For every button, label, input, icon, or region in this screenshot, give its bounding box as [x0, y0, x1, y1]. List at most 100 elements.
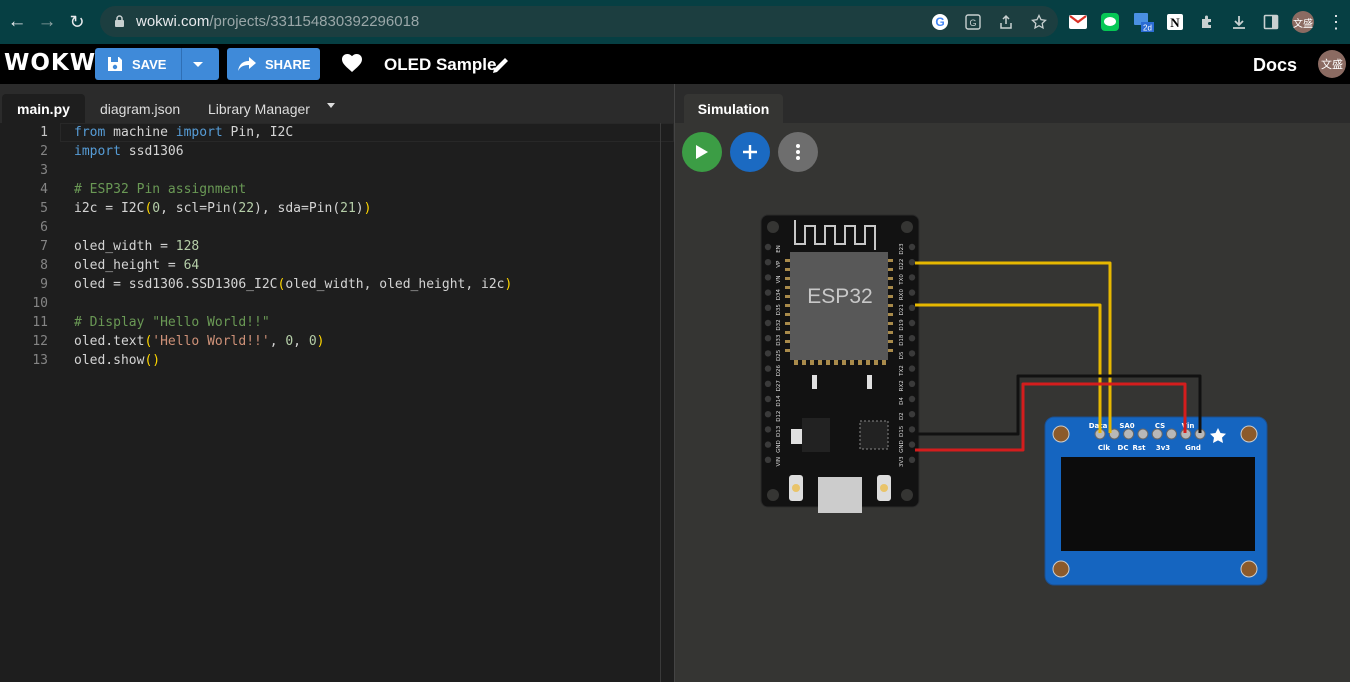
play-button[interactable]	[682, 132, 722, 172]
chip-pad	[785, 331, 790, 334]
esp32-pin-label: GND	[776, 440, 782, 453]
chip-pad	[888, 304, 893, 307]
chip-pad	[858, 360, 862, 365]
esp32-pin	[908, 319, 916, 327]
svg-text:G: G	[969, 18, 976, 28]
esp32-pin-label: D34	[776, 288, 782, 300]
code-line[interactable]: 7 oled_width = 128	[0, 237, 674, 256]
translate-icon[interactable]: G	[963, 12, 982, 31]
docs-link[interactable]: Docs	[1253, 55, 1298, 75]
esp32-pin-label: D25	[776, 349, 782, 361]
oled-pin	[1123, 428, 1135, 440]
esp32-pin-label: 3V3	[899, 456, 905, 467]
profile-avatar[interactable]: 文盛	[1292, 11, 1314, 33]
bookmark-star-icon[interactable]	[1029, 12, 1048, 31]
esp32-pin	[908, 380, 916, 387]
address-bar[interactable]: wokwi.com/projects/331154830392296018 G …	[100, 6, 1058, 37]
esp32-pin	[908, 274, 916, 281]
chrome-menu-icon[interactable]: ⋮	[1327, 11, 1345, 32]
wokwi-logo[interactable]: WOKWi	[4, 50, 105, 76]
gmail-icon[interactable]	[1067, 11, 1089, 33]
chevron-down-icon[interactable]	[191, 57, 205, 71]
tab-diagram-json[interactable]: diagram.json	[100, 100, 181, 117]
wires[interactable]	[915, 261, 1202, 452]
code-line[interactable]: 5 i2c = I2C(0, scl=Pin(22), sda=Pin(21))	[0, 199, 674, 218]
code-line[interactable]: 12 oled.text('Hello World!!', 0, 0)	[0, 332, 674, 351]
floppy-icon	[106, 55, 124, 73]
code-line[interactable]: 11 # Display "Hello World!!"	[0, 313, 674, 332]
esp32-pin	[908, 350, 916, 357]
esp32-pin	[908, 365, 916, 372]
reload-icon[interactable]: ↻	[69, 11, 85, 32]
esp32-pin	[764, 335, 772, 342]
line-text: oled = ssd1306.SSD1306_I2C(oled_width, o…	[74, 277, 513, 292]
code-line[interactable]: 13 oled.show()	[0, 351, 674, 370]
extensions-icon[interactable]	[1196, 11, 1218, 33]
line-text: oled.show()	[74, 353, 161, 368]
esp32-pin	[764, 456, 772, 463]
tabs-dropdown-icon[interactable]	[326, 102, 336, 110]
code-line[interactable]: 8 oled_height = 64	[0, 256, 674, 275]
code-line[interactable]: 6	[0, 218, 674, 237]
add-part-button[interactable]	[730, 132, 770, 172]
esp32-pin	[764, 441, 772, 448]
project-title[interactable]: OLED Sample	[384, 55, 497, 74]
svg-text:G: G	[935, 15, 944, 29]
esp32-pin	[908, 411, 916, 418]
chip-pad	[866, 360, 870, 365]
oled-pin-label: Gnd	[1185, 444, 1201, 452]
esp32-board[interactable]: ESP32 ENVPVND34D35D32D33D25D26D27D14D12D…	[760, 214, 920, 513]
code-editor[interactable]: 1 from machine import Pin, I2C 2 import …	[0, 123, 674, 682]
share-page-icon[interactable]	[996, 12, 1015, 31]
chip-pad	[785, 322, 790, 325]
oled-display[interactable]: Data SA0 CS Vin Clk DC Rst 3v3 Gnd	[1044, 416, 1268, 586]
code-line[interactable]: 9 oled = ssd1306.SSD1306_I2C(oled_width,…	[0, 275, 674, 294]
more-options-button[interactable]	[778, 132, 818, 172]
current-line-highlight	[60, 123, 674, 142]
google-icon[interactable]: G	[930, 12, 949, 31]
code-line[interactable]: 3	[0, 161, 674, 180]
esp32-pin	[908, 259, 916, 266]
code-line[interactable]: 4 # ESP32 Pin assignment	[0, 180, 674, 199]
code-line[interactable]: 1 from machine import Pin, I2C	[0, 123, 674, 142]
forward-icon[interactable]: →	[37, 11, 57, 32]
side-panel-icon[interactable]	[1260, 11, 1282, 33]
chip-pad	[888, 313, 893, 316]
heart-icon[interactable]	[341, 53, 363, 73]
play-icon	[696, 145, 708, 159]
code-line[interactable]: 10	[0, 294, 674, 313]
user-avatar[interactable]: 文盛	[1318, 50, 1346, 78]
tab-library-manager[interactable]: Library Manager	[208, 100, 310, 117]
share-button[interactable]: SHARE	[227, 48, 320, 80]
esp32-pin-label: D21	[899, 304, 905, 315]
back-icon[interactable]: ←	[7, 11, 27, 32]
chip-pad	[888, 286, 893, 289]
esp32-label: ESP32	[807, 285, 872, 308]
esp32-pin	[764, 365, 772, 372]
browser-toolbar: ← → ↻ wokwi.com/projects/331154830392296…	[0, 0, 1350, 44]
code-line[interactable]: 2 import ssd1306	[0, 142, 674, 161]
save-button[interactable]: SAVE	[95, 48, 219, 80]
tab-main-py[interactable]: main.py	[2, 94, 85, 123]
simulation-tab-bar: Simulation	[675, 84, 1350, 123]
chip-pad	[888, 295, 893, 298]
notion-icon[interactable]: N	[1164, 11, 1186, 33]
calendar-icon[interactable]: 2d	[1132, 11, 1154, 33]
oled-pin-label: SA0	[1119, 422, 1134, 430]
more-vertical-icon	[796, 144, 800, 160]
esp32-pin-label: D13	[776, 425, 782, 437]
esp32-pin-label: D35	[776, 304, 782, 316]
tab-simulation[interactable]: Simulation	[684, 94, 783, 123]
url-text: wokwi.com/projects/331154830392296018	[136, 13, 420, 30]
esp32-pin	[764, 426, 772, 433]
chip-pad	[888, 277, 893, 280]
chip-pad	[874, 360, 878, 365]
download-icon[interactable]	[1228, 11, 1250, 33]
line-icon[interactable]	[1099, 11, 1121, 33]
esp32-pin-label: VN	[776, 275, 782, 283]
oled-pin-label: CS	[1155, 422, 1165, 430]
chip-pad	[785, 268, 790, 271]
pane-divider[interactable]	[674, 84, 675, 682]
pencil-icon[interactable]	[491, 55, 511, 75]
